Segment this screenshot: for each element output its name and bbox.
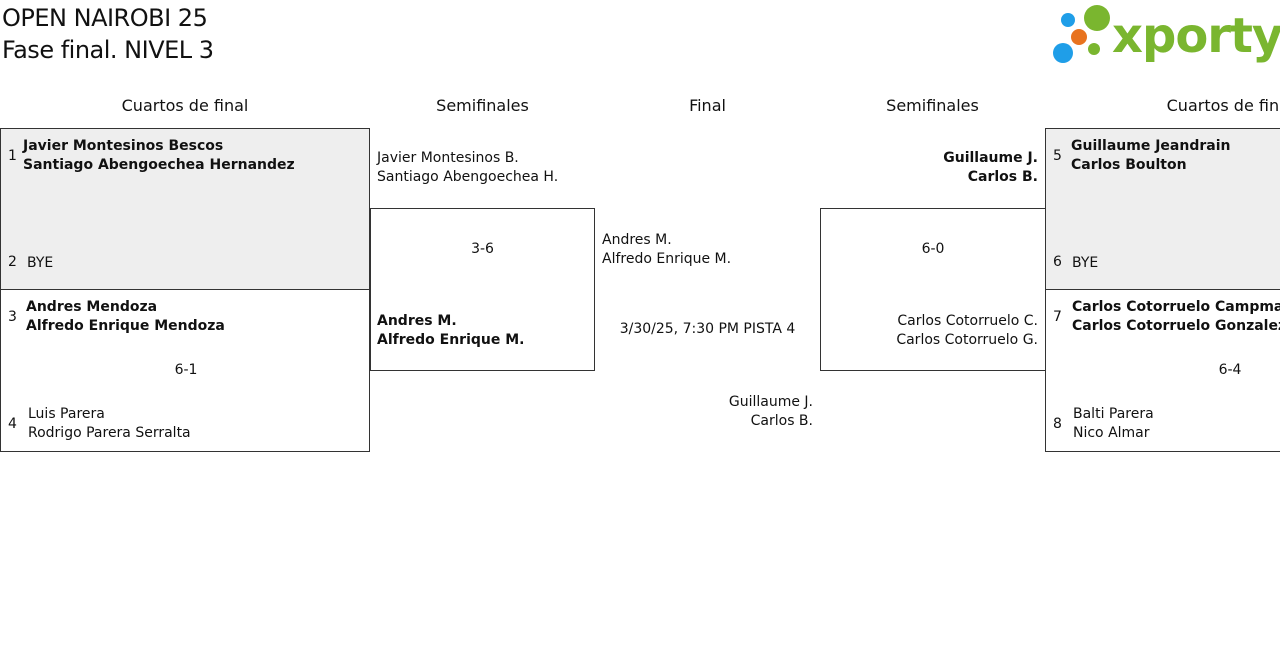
player-name: Andres M. [602,232,672,248]
seed-number: 5 [1053,148,1062,164]
match-qf-right-1[interactable]: 5 Guillaume Jeandrain Carlos Boulton 6 B… [1045,128,1280,290]
round-header-final: Final [689,96,726,115]
player-name: Carlos Cotorruelo Gonzalez [1072,318,1280,334]
seed-number: 8 [1053,416,1062,432]
sf-left-team-a[interactable]: Javier Montesinos B. Santiago Abengoeche… [370,128,595,209]
player-name: BYE [27,255,54,271]
player-name: Andres M. [377,313,457,329]
logo-text: xporty [1112,8,1280,64]
qf-right-column: 5 Guillaume Jeandrain Carlos Boulton 6 B… [1045,128,1280,452]
player-name: Carlos Cotorruelo C. [897,313,1038,329]
player-name: Alfredo Enrique M. [377,332,525,348]
player-name: Guillaume Jeandrain [1071,138,1231,154]
round-header-sf-right: Semifinales [886,96,979,115]
player-name: Javier Montesinos B. [377,150,519,166]
player-name: Carlos B. [750,413,813,429]
seed-number: 3 [8,309,17,325]
match-score: 6-1 [174,362,198,378]
seed-number: 1 [8,148,17,164]
player-name: Carlos Cotorruelo Campmany [1072,299,1280,315]
match-sf-right[interactable]: 6-0 Carlos Cotorruelo C. Carlos Cotorrue… [820,208,1046,371]
player-name: Guillaume J. [728,394,813,410]
player-name: Andres Mendoza [26,299,158,315]
xporty-logo: xporty [1052,4,1280,68]
round-header-qf-left: Cuartos de final [121,96,249,115]
match-qf-left-1[interactable]: 1 Javier Montesinos Bescos Santiago Aben… [0,128,370,290]
player-name: Balti Parera [1073,406,1154,422]
player-name: Carlos B. [967,169,1038,185]
player-name: Rodrigo Parera Serralta [28,425,191,441]
logo-dots-icon [1053,5,1110,63]
sf-right-team-a[interactable]: Guillaume J. Carlos B. [820,128,1045,209]
seed-number: 4 [8,416,17,432]
player-name: Alfredo Enrique Mendoza [26,318,225,334]
player-name: Santiago Abengoechea H. [377,169,559,185]
phase-subtitle: Fase final. NIVEL 3 [2,36,214,64]
match-score: 6-0 [921,241,945,257]
seed-number: 6 [1053,254,1062,270]
match-score: 6-4 [1218,362,1242,378]
match-score: 3-6 [471,241,494,257]
round-header-qf-right: Cuartos de final [1166,96,1280,115]
match-qf-right-2[interactable]: 7 Carlos Cotorruelo Campmany Carlos Coto… [1045,289,1280,452]
match-qf-left-2[interactable]: 3 Andres Mendoza Alfredo Enrique Mendoza… [0,289,370,452]
player-name: Alfredo Enrique M. [602,251,732,267]
player-name: Luis Parera [28,406,105,422]
match-final[interactable]: Andres M. Alfredo Enrique M. 3/30/25, 7:… [595,208,820,452]
player-name: BYE [1072,255,1099,271]
seed-number: 7 [1053,309,1062,325]
player-name: Nico Almar [1073,425,1150,441]
player-name: Carlos Boulton [1071,157,1187,173]
tournament-title: OPEN NAIROBI 25 [2,4,208,32]
match-schedule: 3/30/25, 7:30 PM PISTA 4 [619,321,796,337]
seed-number: 2 [8,254,17,270]
match-sf-left[interactable]: 3-6 Andres M. Alfredo Enrique M. [370,208,595,371]
round-header-sf-left: Semifinales [436,96,529,115]
player-name: Guillaume J. [943,150,1038,166]
player-name: Javier Montesinos Bescos [23,138,224,154]
player-name: Carlos Cotorruelo G. [896,332,1038,348]
player-name: Santiago Abengoechea Hernandez [23,157,295,173]
